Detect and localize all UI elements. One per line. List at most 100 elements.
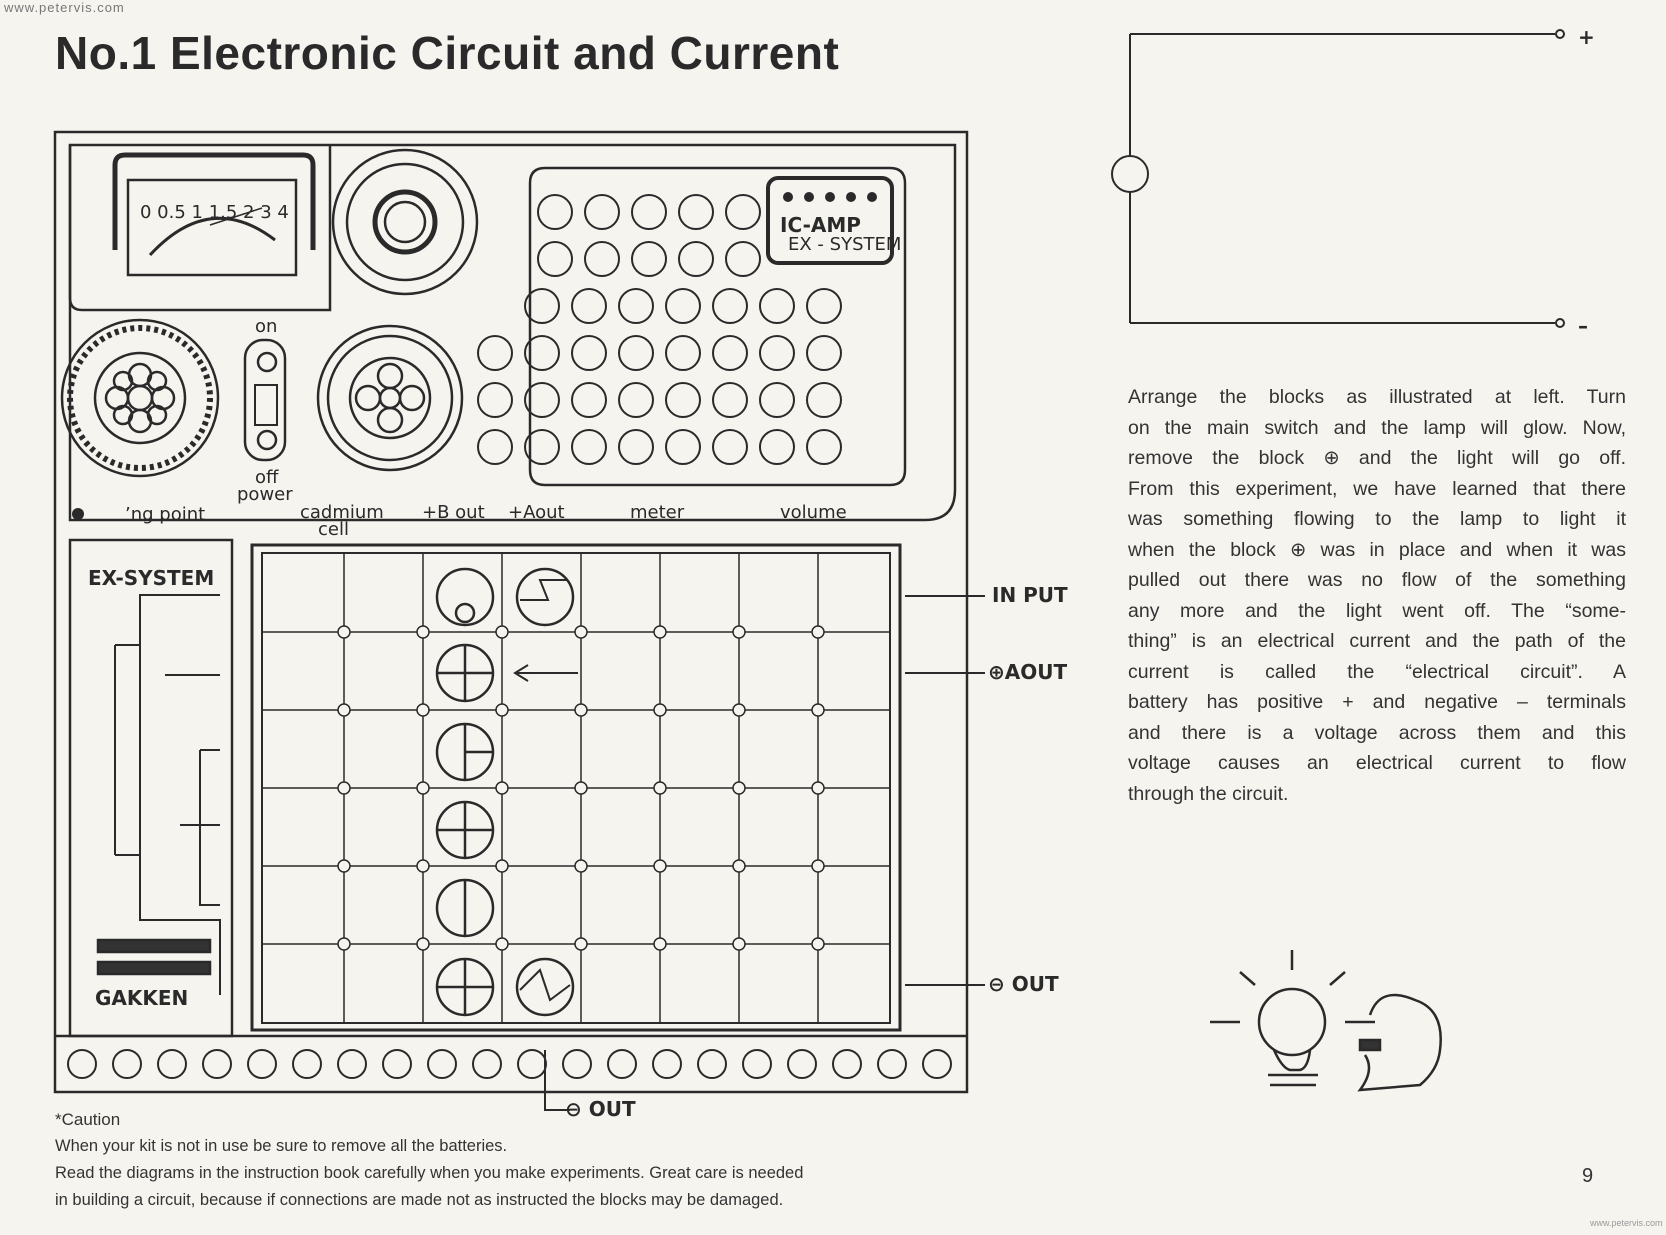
contact-hole [477,335,513,371]
contact-hole [665,429,701,465]
strip-hole [742,1049,772,1079]
contact-hole [759,335,795,371]
contact-hole [759,429,795,465]
paragraph-line: Arrange the blocks as illustrated at lef… [1128,386,1626,408]
contact-hole [665,288,701,324]
board-node [416,859,430,873]
paragraph-line: when the block ⊕ was in place and when i… [1128,538,1626,561]
contact-hole [524,429,560,465]
bulb-illustration [1210,950,1375,1087]
paragraph-line: on the main switch and the lamp will glo… [1128,416,1626,439]
contact-hole [759,288,795,324]
strip-hole [922,1049,952,1079]
board-node [495,625,509,639]
board-node [416,937,430,951]
board-node [732,937,746,951]
strip-hole [877,1049,907,1079]
ic-led [846,192,856,202]
strip-hole [562,1049,592,1079]
board-node [811,703,825,717]
board-node [574,937,588,951]
face-illustration [1357,993,1442,1092]
page-number: 9 [1582,1165,1594,1187]
terminal-landing-point: ’ng point [125,504,205,525]
paragraph-line: through the circuit. [1128,782,1289,805]
contact-hole [571,429,607,465]
board-node [337,781,351,795]
strip-hole [787,1049,817,1079]
board-node [653,625,667,639]
contact-hole [477,382,513,418]
terminal-meter: meter [630,502,685,523]
ic-led [825,192,835,202]
contact-hole [631,194,667,230]
board-node [653,859,667,873]
watermark: www.petervis.com [4,0,125,15]
contact-hole [571,288,607,324]
strip-hole [607,1049,637,1079]
schematic-minus: – [1578,314,1588,338]
board-node [416,703,430,717]
contact-hole [712,288,748,324]
power-switch [243,338,287,462]
board-node [574,625,588,639]
strip-hole [337,1049,367,1079]
board-node [495,859,509,873]
ic-led [867,192,877,202]
circuit-blocks [435,567,578,1017]
contact-hole [584,194,620,230]
contact-hole [631,241,667,277]
contact-hole [618,429,654,465]
contact-hole [524,335,560,371]
strip-hole [112,1049,142,1079]
ic-amp-label: IC-AMP [780,213,861,237]
contact-hole [584,241,620,277]
caution-line: When your kit is not in use be sure to r… [55,1137,508,1155]
board-node [337,625,351,639]
input-label: IN PUT [992,583,1068,607]
contact-hole [618,382,654,418]
terminal-volume: volume [780,502,847,523]
board-node [811,859,825,873]
board-node [416,625,430,639]
board-node [811,937,825,951]
paragraph-line: remove the block ⊕ and the light will go… [1128,447,1626,469]
board-node [653,937,667,951]
side-label: EX-SYSTEM [88,566,214,590]
board-node [732,859,746,873]
contact-hole [806,382,842,418]
board-node [811,781,825,795]
board-node [416,781,430,795]
strip-hole [247,1049,277,1079]
contact-hole [806,288,842,324]
caution-line: in building a circuit, because if connec… [55,1191,784,1209]
contact-hole [759,382,795,418]
tuning-dial [60,318,220,478]
strip-hole [832,1049,862,1079]
footer-watermark: www.petervis.com [1590,1218,1663,1228]
contact-hole [678,194,714,230]
aout-label: ⊕AOUT [988,660,1067,684]
board-node [495,937,509,951]
contact-hole [712,429,748,465]
ic-led [804,192,814,202]
schematic-plus: + [1578,25,1595,49]
board-node [574,703,588,717]
board-node [337,703,351,717]
paragraph-line: was something flowing to the lamp to lig… [1128,508,1626,530]
contact-hole [712,382,748,418]
page-title: No.1 Electronic Circuit and Current [55,27,840,79]
breadboard [250,543,902,1032]
ic-contact-grid [477,194,842,465]
meter-face [126,178,298,277]
contact-hole [571,335,607,371]
coil-schematic [114,594,221,995]
terminal-a-out: +Aout [508,502,565,523]
caution-title: *Caution [55,1110,121,1129]
paragraph-line: and there is a voltage across them and t… [1128,721,1626,744]
board-frame [53,130,969,1094]
strip-hole [517,1049,547,1079]
terminal-b-out: +B out [422,502,485,523]
meter-scale: 0 0.5 1 1.5 2 3 4 [140,202,289,223]
speaker-top [331,148,479,296]
